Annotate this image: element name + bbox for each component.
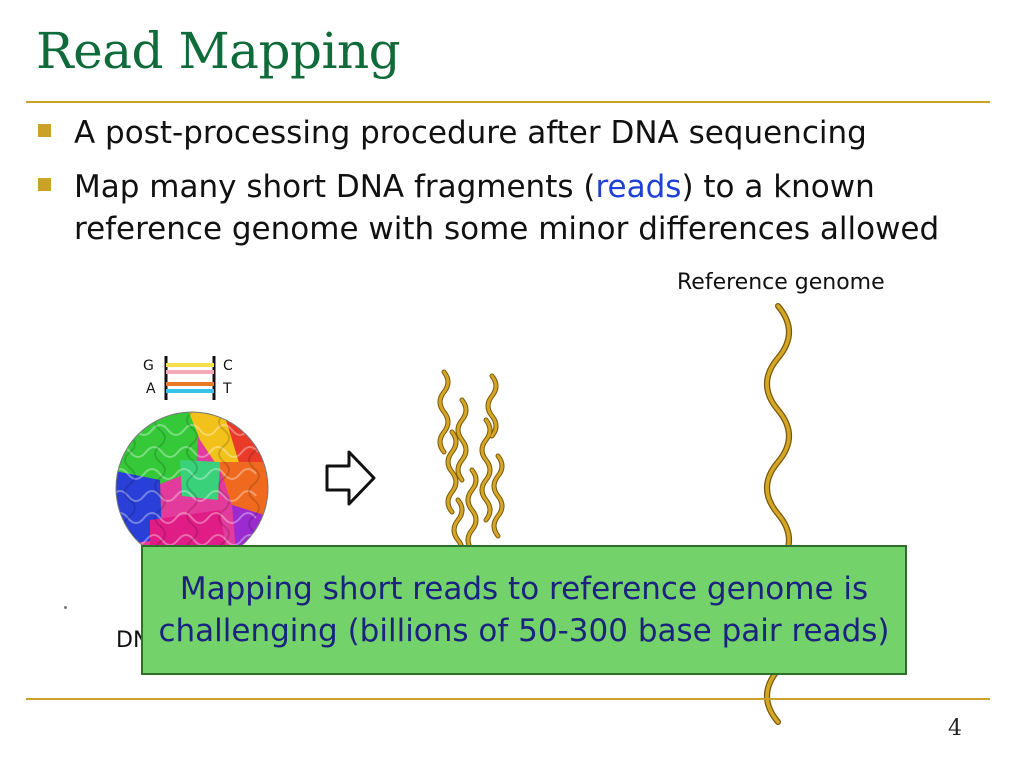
- bullet-item-2: Map many short DNA fragments (reads) to …: [36, 166, 986, 250]
- helix-letter-g: G: [143, 358, 154, 374]
- footer-divider: [26, 698, 990, 700]
- bullet-list: A post-processing procedure after DNA se…: [36, 112, 986, 262]
- bullet-item-1: A post-processing procedure after DNA se…: [36, 112, 986, 154]
- callout-text: Mapping short reads to reference genome …: [158, 571, 890, 649]
- chromosome-ball-icon: [115, 411, 269, 565]
- stray-mark: [64, 606, 67, 609]
- dna-helix-icon: G A C T: [143, 356, 233, 400]
- right-arrow-icon: [325, 450, 376, 506]
- callout-box: Mapping short reads to reference genome …: [141, 545, 907, 675]
- bullet-2-text-pre: Map many short DNA fragments (: [74, 169, 596, 205]
- slide-title: Read Mapping: [36, 22, 401, 80]
- page-number: 4: [948, 716, 962, 741]
- helix-letter-a: A: [146, 381, 156, 397]
- title-divider: [26, 101, 990, 103]
- reads-highlight: reads: [595, 169, 682, 205]
- bullet-2-text-post: ) to a known reference genome with some …: [74, 169, 940, 247]
- bullet-square-icon: [38, 178, 51, 191]
- helix-letter-c: C: [223, 358, 233, 374]
- reference-genome-label: Reference genome: [677, 270, 885, 295]
- bullet-square-icon: [38, 124, 51, 137]
- helix-letter-t: T: [222, 381, 232, 397]
- bullet-1-text: A post-processing procedure after DNA se…: [74, 115, 867, 151]
